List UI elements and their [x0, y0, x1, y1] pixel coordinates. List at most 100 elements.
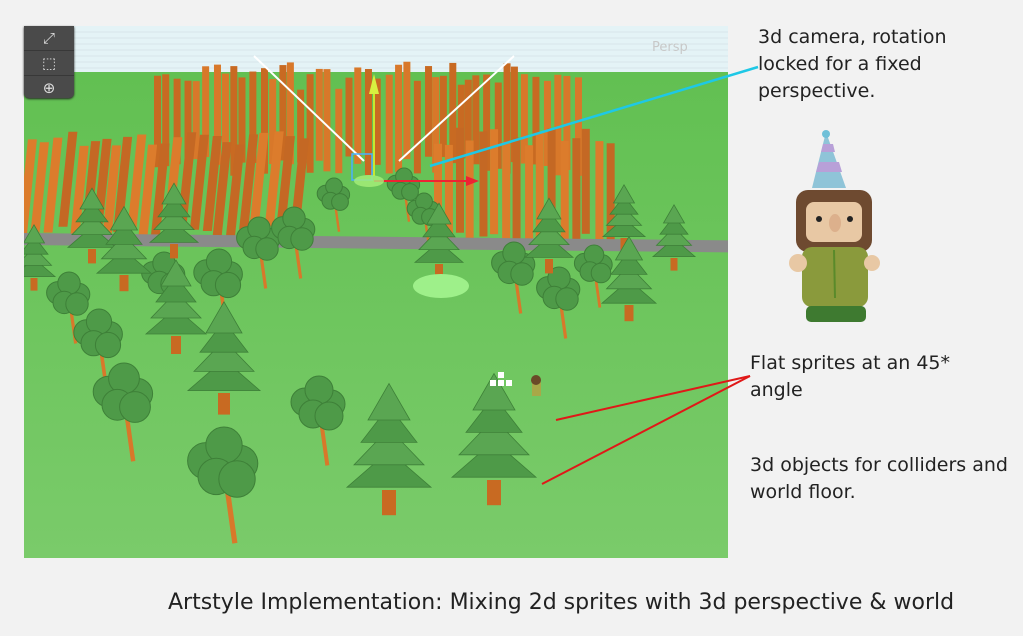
pine-tree — [345, 382, 433, 516]
tree-trunk — [24, 139, 37, 235]
trigger-bush — [413, 274, 469, 298]
sprites-annotation: Flat sprites at an 45* angle — [750, 352, 951, 401]
oak-tree — [536, 266, 581, 339]
tree-trunk — [249, 132, 269, 228]
transform-gizmo-icon[interactable]: ⊕ — [42, 79, 56, 97]
oak-tree — [46, 271, 91, 344]
tree-trunk — [465, 140, 474, 246]
tree-trunk — [150, 143, 170, 239]
character-illustration — [789, 130, 880, 322]
tree-trunk — [434, 143, 442, 249]
tree-trunk — [323, 69, 331, 172]
tree-trunk — [269, 79, 277, 165]
tree-trunk — [572, 138, 581, 244]
scale-icon[interactable]: ⤢ — [24, 26, 74, 51]
tree-trunk — [138, 144, 158, 240]
tree-trunk — [192, 81, 200, 160]
tree-trunk — [230, 66, 238, 176]
tree-trunk — [479, 131, 488, 237]
pine-tree — [24, 223, 57, 291]
tree-trunk — [335, 88, 343, 174]
tree-trunk — [184, 80, 192, 158]
tree-trunk — [43, 137, 63, 233]
tree-trunk — [306, 74, 314, 173]
oak-tree — [193, 248, 243, 330]
tree-trunk — [189, 134, 209, 230]
tree-trunk — [58, 131, 78, 227]
tree-trunk — [202, 66, 210, 158]
oak-tree — [187, 426, 259, 544]
tree-trunk — [385, 74, 393, 174]
tree-trunk — [154, 75, 161, 168]
tree-trunk — [239, 134, 259, 230]
oak-tree — [73, 308, 123, 390]
tree-trunk — [425, 66, 433, 157]
tree-trunk — [354, 67, 362, 164]
scene-tool-panel: ⤢ ⬚ ⊕ — [24, 26, 74, 98]
tree-trunk — [29, 142, 49, 238]
oak-tree — [573, 244, 613, 308]
tree-trunk — [444, 144, 453, 250]
oak-tree — [316, 177, 351, 232]
tree-trunk — [403, 61, 411, 160]
tree-trunk — [373, 78, 381, 165]
tree-trunk — [395, 64, 403, 172]
tree-trunk — [535, 132, 544, 238]
tree-trunk — [581, 128, 590, 234]
tree-trunk — [127, 134, 147, 230]
tree-trunk — [238, 77, 246, 163]
caption: Artstyle Implementation: Mixing 2d sprit… — [168, 590, 955, 615]
pine-tree — [186, 300, 262, 415]
pine-tree — [95, 205, 153, 292]
tree-trunk — [102, 145, 122, 241]
oak-tree — [491, 241, 536, 314]
tree-trunk — [212, 142, 232, 238]
pine-tree — [144, 259, 208, 354]
rect-transform-icon[interactable]: ⬚ — [24, 51, 74, 76]
pine-tree — [523, 197, 575, 274]
tree-trunk — [297, 89, 305, 163]
tree-trunk — [173, 78, 181, 165]
tree-trunk — [260, 68, 268, 174]
view-mode-label[interactable]: Persp — [652, 40, 688, 55]
oak-tree — [271, 206, 316, 279]
tree-trunk — [512, 137, 521, 243]
tree-trunk — [213, 64, 221, 165]
camera-annotation: 3d camera, rotation locked for a fixed p… — [758, 26, 947, 102]
pine-tree — [148, 182, 200, 259]
tree-trunk — [315, 68, 323, 161]
tree-trunk — [345, 77, 353, 157]
unity-scene-view[interactable] — [24, 26, 728, 558]
objects-annotation: 3d objects for colliders and world floor… — [750, 454, 1008, 503]
tree-trunk — [264, 131, 284, 227]
tree-trunk — [113, 136, 133, 232]
tree-trunk — [502, 141, 511, 247]
tree-trunk — [560, 140, 569, 246]
tree-trunk — [490, 129, 499, 235]
tree-trunk — [69, 145, 89, 241]
tree-trunk — [595, 141, 604, 247]
player-sprite — [490, 372, 541, 396]
tree-trunk — [221, 73, 229, 168]
tree-trunk — [606, 143, 615, 249]
tree-trunk — [162, 74, 170, 167]
tree-trunk — [202, 135, 222, 231]
tree-group — [24, 167, 697, 544]
pine-tree — [651, 203, 697, 271]
oak-tree — [290, 375, 346, 466]
tree-trunk — [286, 62, 294, 165]
pine-tree — [66, 187, 118, 264]
pine-tree — [450, 372, 538, 506]
tree-trunk — [413, 80, 421, 174]
tree-trunk — [275, 136, 295, 232]
tree-trunk — [547, 128, 556, 234]
tree-trunk — [249, 71, 257, 164]
pine-tree — [600, 235, 658, 322]
tree-trunk — [225, 144, 245, 240]
oak-tree — [92, 362, 154, 462]
tree-trunk — [364, 69, 372, 176]
tree-trunk — [525, 145, 534, 251]
pine-tree — [413, 202, 465, 279]
tree-trunk — [279, 65, 287, 161]
pine-tree — [601, 183, 647, 251]
